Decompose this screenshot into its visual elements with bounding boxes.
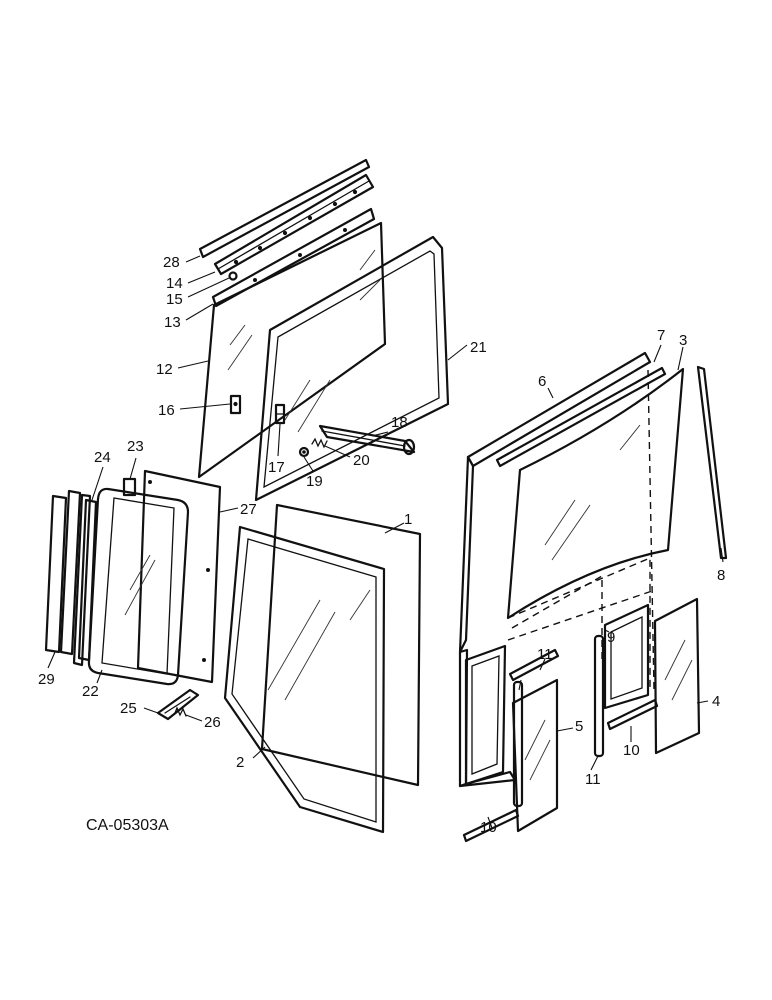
part-15-screw — [228, 271, 238, 281]
callout-25: 25 — [120, 700, 137, 717]
part-4-lower-glass — [653, 597, 701, 755]
callout-21: 21 — [470, 339, 487, 356]
callout-12: 12 — [156, 361, 173, 378]
leader-lines — [47, 255, 724, 829]
part-17-catch — [274, 403, 286, 425]
part-26-spring — [174, 706, 187, 717]
callout-7: 7 — [657, 327, 665, 344]
part-27-side-glass — [136, 469, 222, 684]
callout-10b: 10 — [623, 742, 640, 759]
callout-5: 5 — [575, 718, 583, 735]
callout-3: 3 — [679, 332, 687, 349]
part-24-side-channel — [72, 493, 98, 667]
part-10-lower-seal — [462, 698, 659, 843]
callout-2: 2 — [236, 754, 244, 771]
callout-labels: 28 14 15 13 12 16 17 18 19 20 21 23 24 2… — [38, 254, 725, 836]
part-8-side-strip — [696, 365, 728, 560]
callout-8: 8 — [717, 567, 725, 584]
callout-4: 4 — [712, 693, 720, 710]
part-22-window-frame — [87, 487, 190, 686]
callout-11b: 11 — [585, 771, 601, 788]
part-3-windshield — [506, 367, 685, 620]
part-20-spring — [311, 437, 328, 449]
part-29-lower-channel — [44, 489, 82, 656]
callout-16: 16 — [158, 402, 175, 419]
part-1-door-glass — [260, 503, 422, 787]
callout-28: 28 — [163, 254, 180, 271]
part-13-retainer-strip — [211, 207, 376, 308]
callout-18: 18 — [391, 414, 408, 431]
part-28-top-channel — [198, 158, 371, 259]
part-18-handle — [318, 424, 416, 456]
part-2-door-seal — [223, 525, 386, 834]
callout-19: 19 — [306, 473, 323, 490]
part-16-latch — [229, 394, 242, 415]
part-7-upper-seal — [495, 366, 667, 468]
callout-22: 22 — [82, 683, 99, 700]
callout-13: 13 — [164, 314, 181, 331]
callout-29: 29 — [38, 671, 55, 688]
part-9-dashed-divider — [507, 369, 656, 691]
callout-9: 9 — [607, 629, 615, 646]
part-11-vertical-seal — [508, 634, 605, 808]
part-5-lower-glass — [511, 678, 559, 833]
callout-20: 20 — [353, 452, 370, 469]
part-21-window-seal — [254, 235, 450, 502]
callout-17: 17 — [268, 459, 285, 476]
part-19-knob — [298, 446, 310, 458]
part-25-handle — [156, 688, 200, 721]
callout-14: 14 — [166, 275, 183, 292]
part-lower-frame-panes — [464, 603, 650, 786]
drawing-code: CA-05303A — [86, 817, 169, 834]
callout-24: 24 — [94, 449, 111, 466]
callout-1: 1 — [404, 511, 412, 528]
callout-6: 6 — [538, 373, 546, 390]
part-23-upper-rail — [122, 477, 137, 497]
callout-23: 23 — [127, 438, 144, 455]
part-14-hinge-strip — [213, 173, 375, 276]
callout-11a: 11 — [537, 646, 553, 663]
callout-15: 15 — [166, 291, 183, 308]
callout-26: 26 — [204, 714, 221, 731]
part-12-rear-glass — [197, 221, 387, 479]
callout-10a: 10 — [480, 819, 497, 836]
callout-27: 27 — [240, 501, 257, 518]
